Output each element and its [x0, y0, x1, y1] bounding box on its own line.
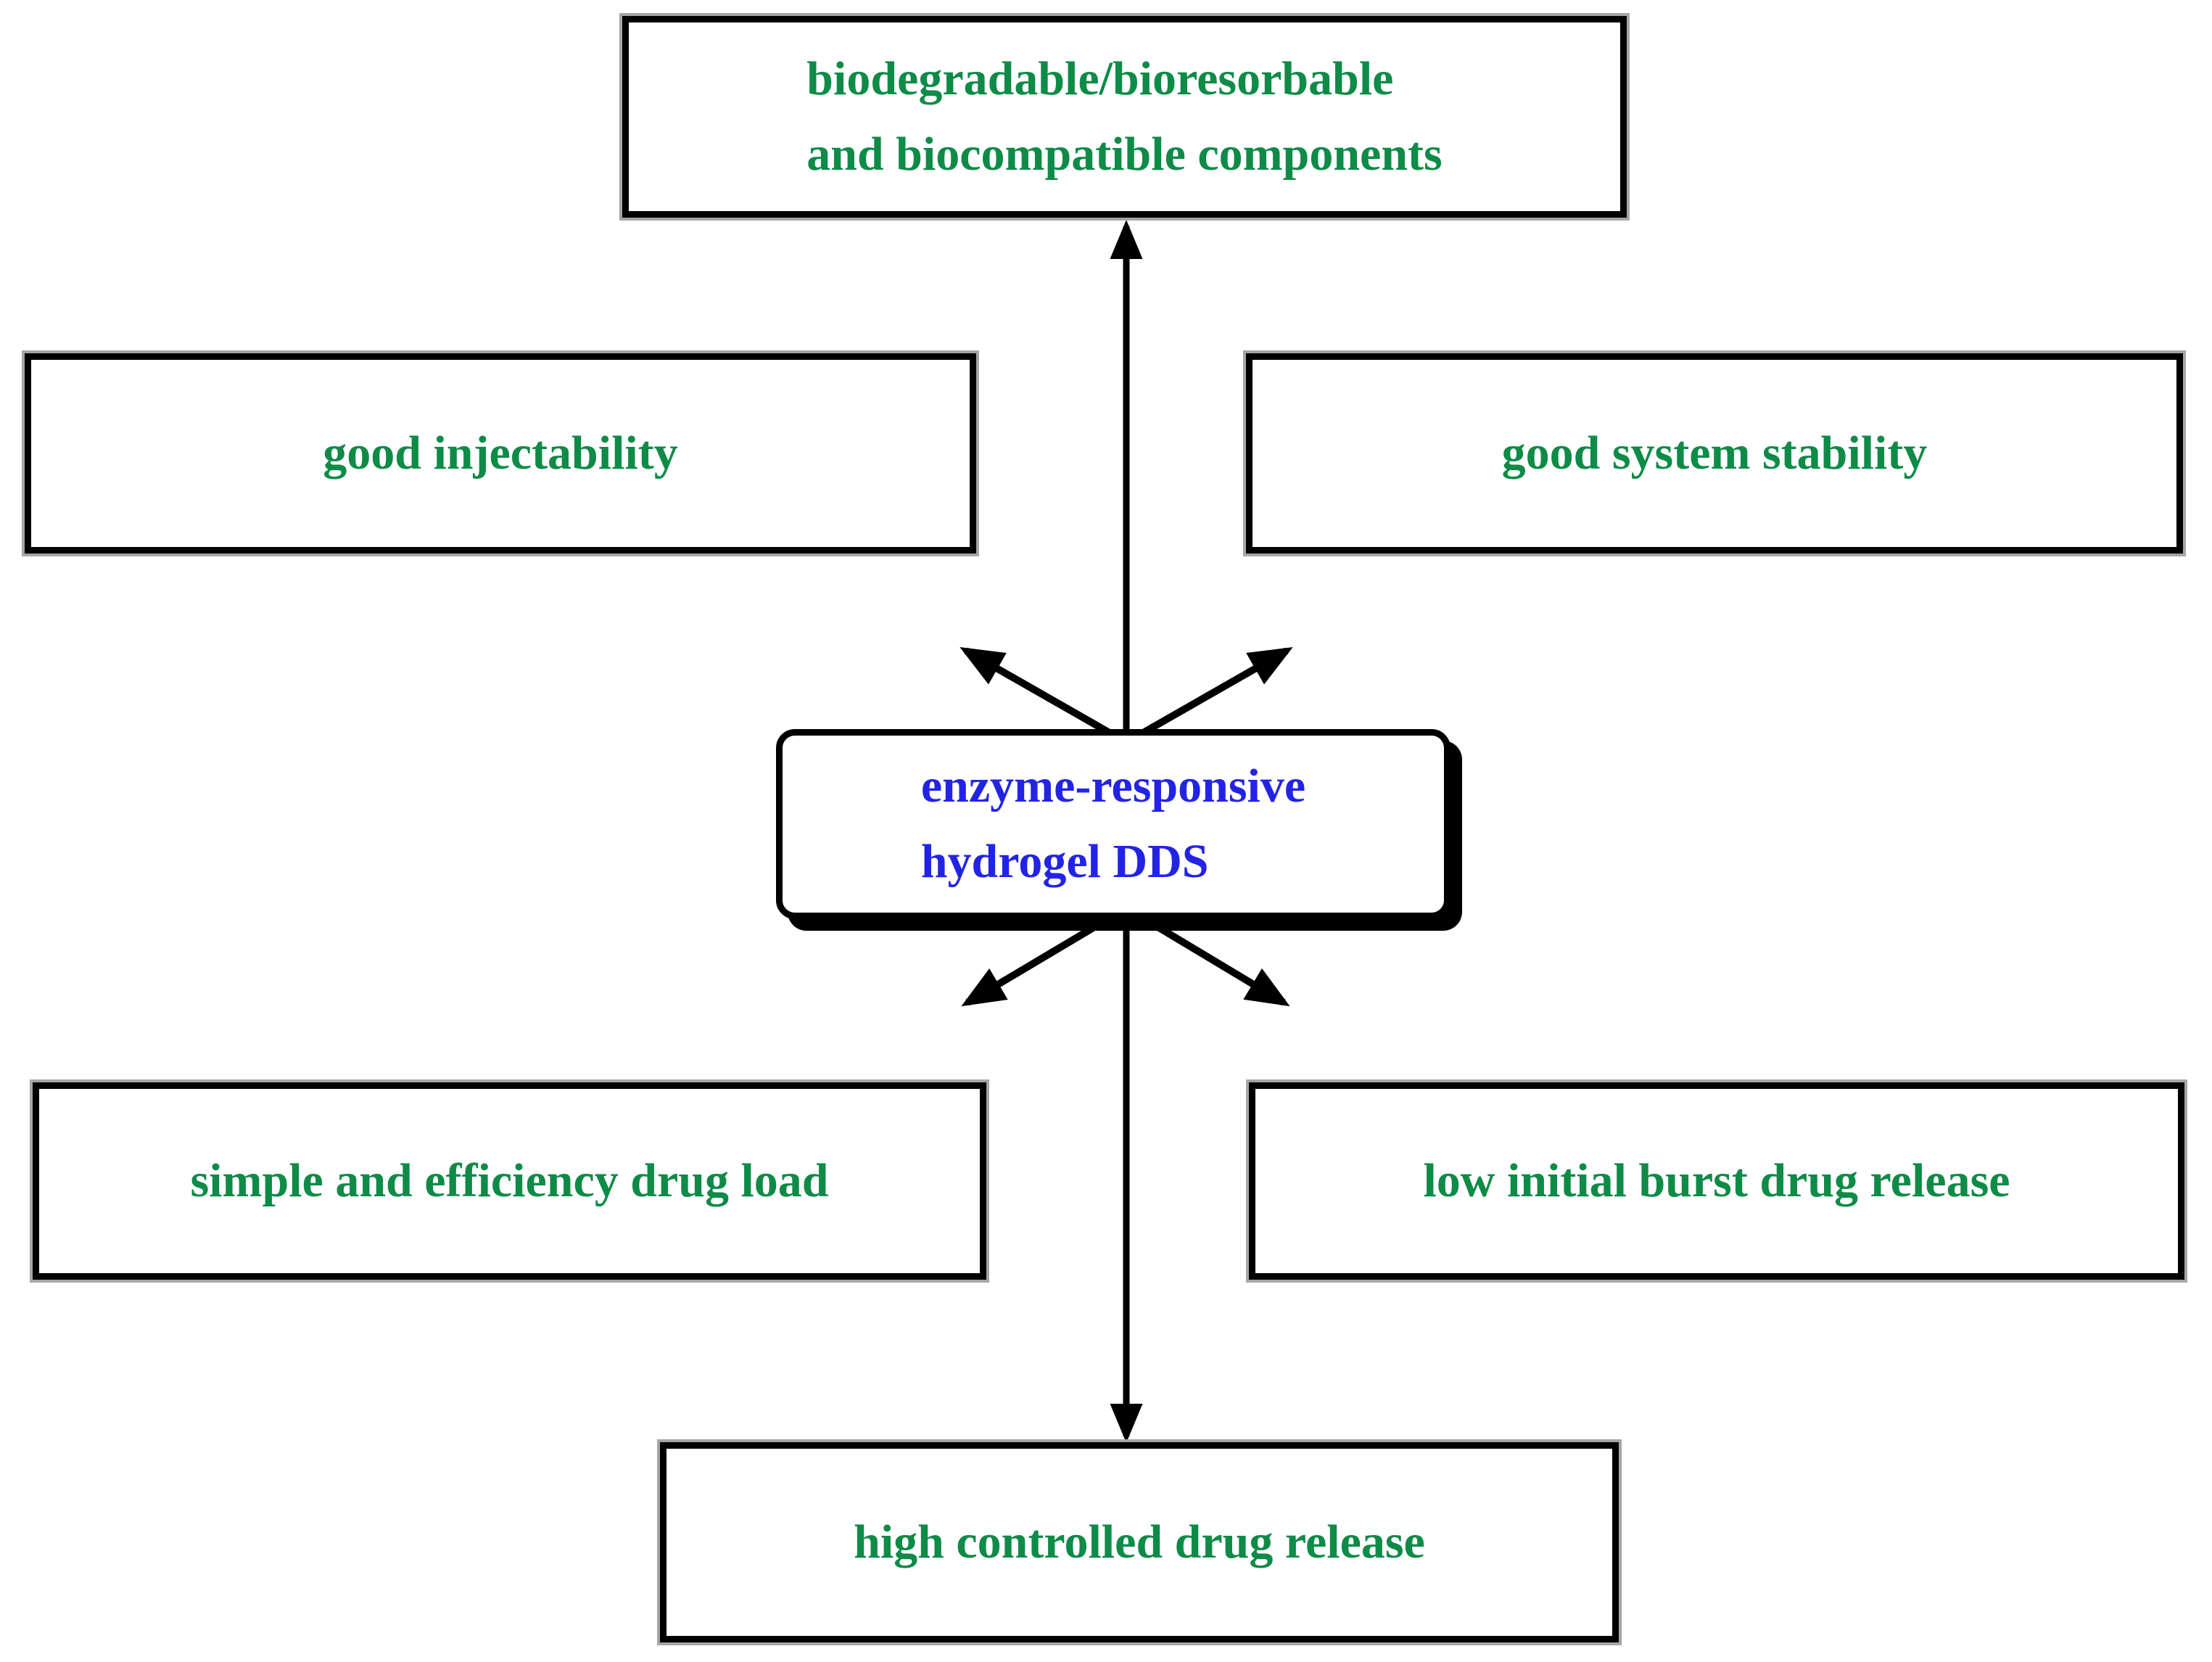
node-good-injectability: good injectability [25, 353, 976, 554]
node-low-initial-burst-release-label: low initial burst drug release [1423, 1153, 2010, 1207]
node-high-controlled-drug-release: high controlled drug release [660, 1442, 1619, 1642]
arrow-downleft-to-drug-load [961, 903, 1131, 1007]
label-line-1: biodegradable/bioresorbable [806, 52, 1394, 105]
arrow-upleft-to-injectability [960, 647, 1131, 747]
label-line-2: hydrogel DDS [920, 835, 1209, 888]
node-good-system-stability: good system stability [1246, 353, 2183, 554]
label-line-1: enzyme-responsive [920, 759, 1306, 813]
node-biocompatible-components-label: biodegradable/bioresorbable and biocompa… [806, 41, 1442, 193]
label-line-2: and biocompatible components [806, 128, 1443, 181]
node-enzyme-responsive-hydrogel-dds: enzyme-responsive hydrogel DDS [776, 729, 1450, 919]
arrow-upright-to-stability [1122, 647, 1293, 747]
node-good-system-stability-label: good system stability [1501, 426, 1928, 480]
node-simple-efficiency-drug-load-label: simple and efficiency drug load [190, 1153, 829, 1207]
node-low-initial-burst-release: low initial burst drug release [1249, 1082, 2184, 1280]
arrow-downright-to-low-burst [1122, 903, 1290, 1007]
node-biocompatible-components: biodegradable/bioresorbable and biocompa… [622, 16, 1627, 218]
node-good-injectability-label: good injectability [323, 426, 678, 480]
node-simple-efficiency-drug-load: simple and efficiency drug load [33, 1082, 986, 1280]
node-high-controlled-drug-release-label: high controlled drug release [854, 1515, 1425, 1568]
node-enzyme-responsive-hydrogel-dds-label: enzyme-responsive hydrogel DDS [921, 749, 1305, 900]
